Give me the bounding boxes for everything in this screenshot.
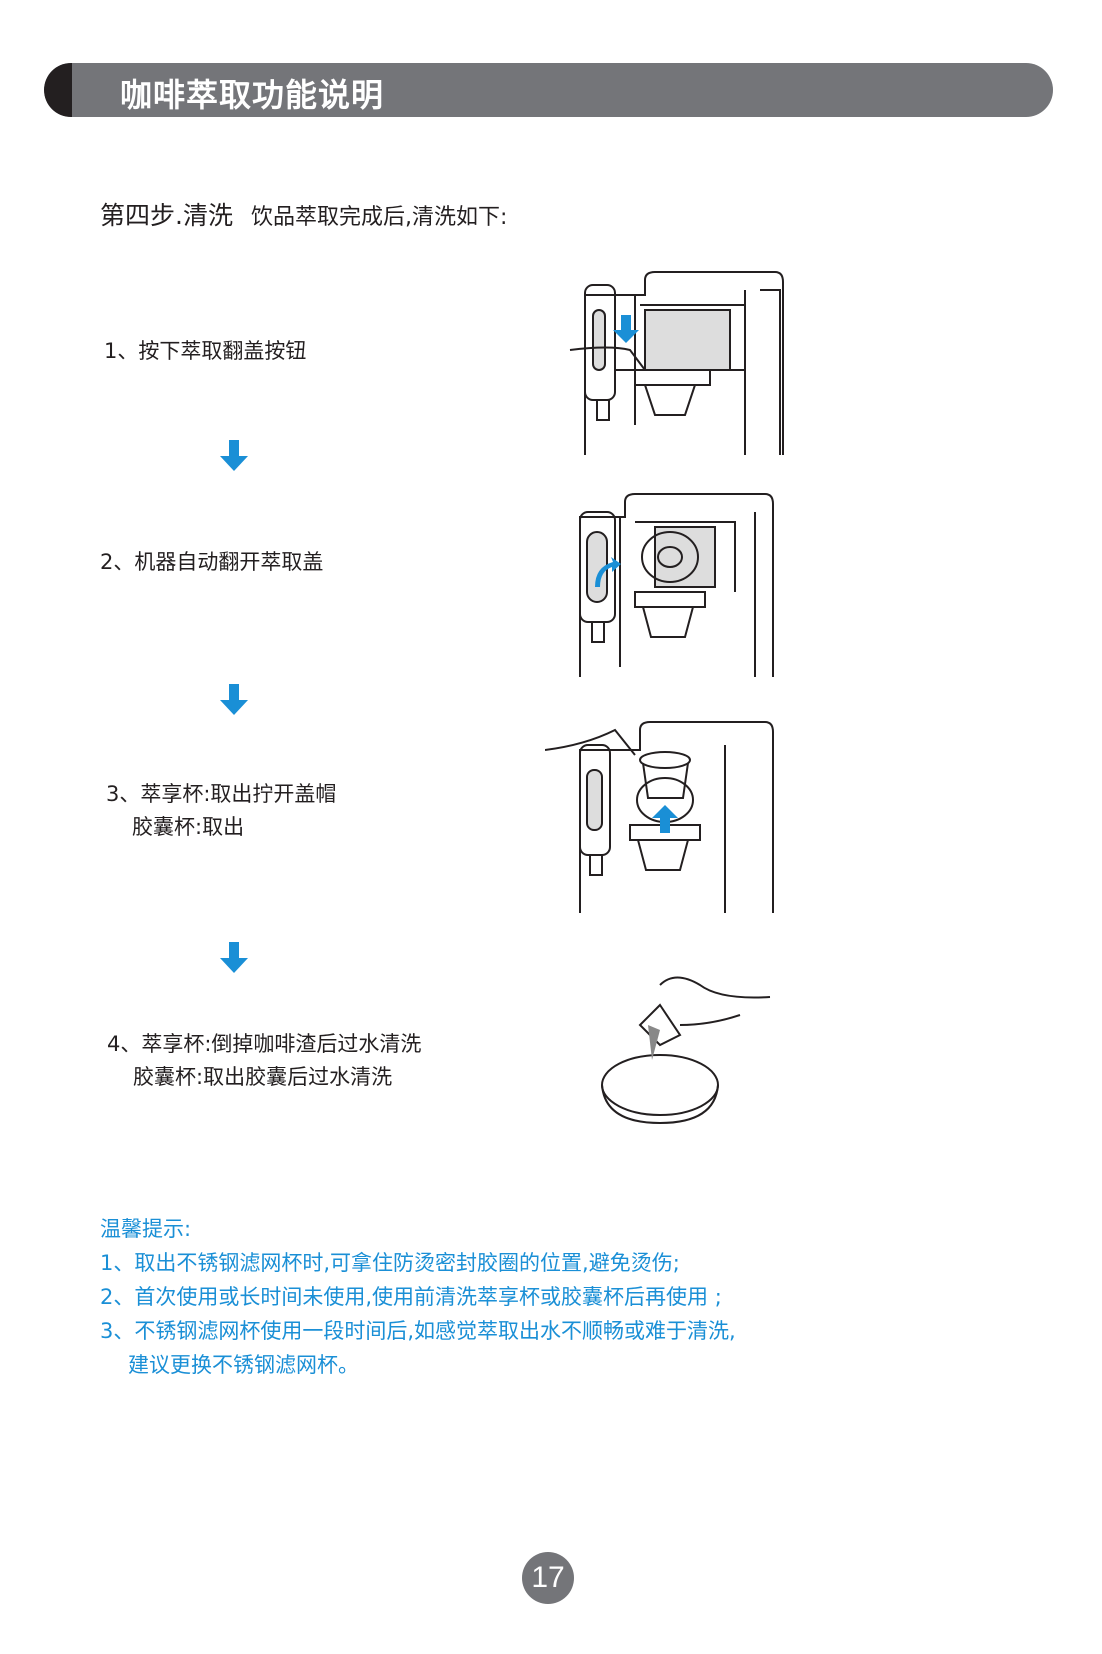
step-3-line-1: 3、萃享杯:取出拧开盖帽 xyxy=(106,782,337,806)
machine-press-button-illustration xyxy=(569,271,784,455)
tip-item: 3、不锈钢滤网杯使用一段时间后,如感觉萃取出水不顺畅或难于清洗, xyxy=(100,1319,736,1343)
header-cap xyxy=(44,63,72,117)
page-title: 咖啡萃取功能说明 xyxy=(120,76,385,114)
step-4-text: 4、萃享杯:倒掉咖啡渣后过水清洗 胶囊杯:取出胶囊后过水清洗 xyxy=(107,1028,421,1094)
remove-cup-illustration xyxy=(545,721,774,913)
tip-item-continuation: 建议更换不锈钢滤网杯。 xyxy=(128,1353,359,1377)
page-number: 17 xyxy=(522,1552,574,1604)
step-3-line-2: 胶囊杯:取出 xyxy=(132,815,245,839)
tips-title: 温馨提示: xyxy=(100,1217,192,1241)
tips-section: 温馨提示: 1、取出不锈钢滤网杯时,可拿住防烫密封胶圈的位置,避免烫伤; 2、首… xyxy=(100,1212,736,1382)
step-2-line: 2、机器自动翻开萃取盖 xyxy=(100,550,324,574)
machine-lid-open-illustration xyxy=(579,493,774,677)
step-2-text: 2、机器自动翻开萃取盖 xyxy=(100,546,323,579)
step-4-line-1: 4、萃享杯:倒掉咖啡渣后过水清洗 xyxy=(107,1032,422,1056)
step-1-line: 1、按下萃取翻盖按钮 xyxy=(104,339,307,363)
step-3-text: 3、萃享杯:取出拧开盖帽 胶囊杯:取出 xyxy=(106,778,336,844)
step-subtitle: 饮品萃取完成后,清洗如下: xyxy=(250,205,508,230)
tip-item: 2、首次使用或长时间未使用,使用前清洗萃享杯或胶囊杯后再使用 ; xyxy=(100,1285,722,1309)
down-arrow-icon xyxy=(220,942,248,973)
step-heading: 第四步.清洗饮品萃取完成后,清洗如下: xyxy=(100,196,507,232)
step-title: 第四步.清洗 xyxy=(100,201,233,230)
section-header-bar: 咖啡萃取功能说明 xyxy=(44,63,1053,117)
step-1-text: 1、按下萃取翻盖按钮 xyxy=(104,335,306,368)
step-4-line-2: 胶囊杯:取出胶囊后过水清洗 xyxy=(133,1065,393,1089)
rinse-cup-illustration xyxy=(601,976,771,1125)
down-arrow-icon xyxy=(220,684,248,715)
down-arrow-icon xyxy=(220,440,248,471)
tip-item: 1、取出不锈钢滤网杯时,可拿住防烫密封胶圈的位置,避免烫伤; xyxy=(100,1251,680,1275)
